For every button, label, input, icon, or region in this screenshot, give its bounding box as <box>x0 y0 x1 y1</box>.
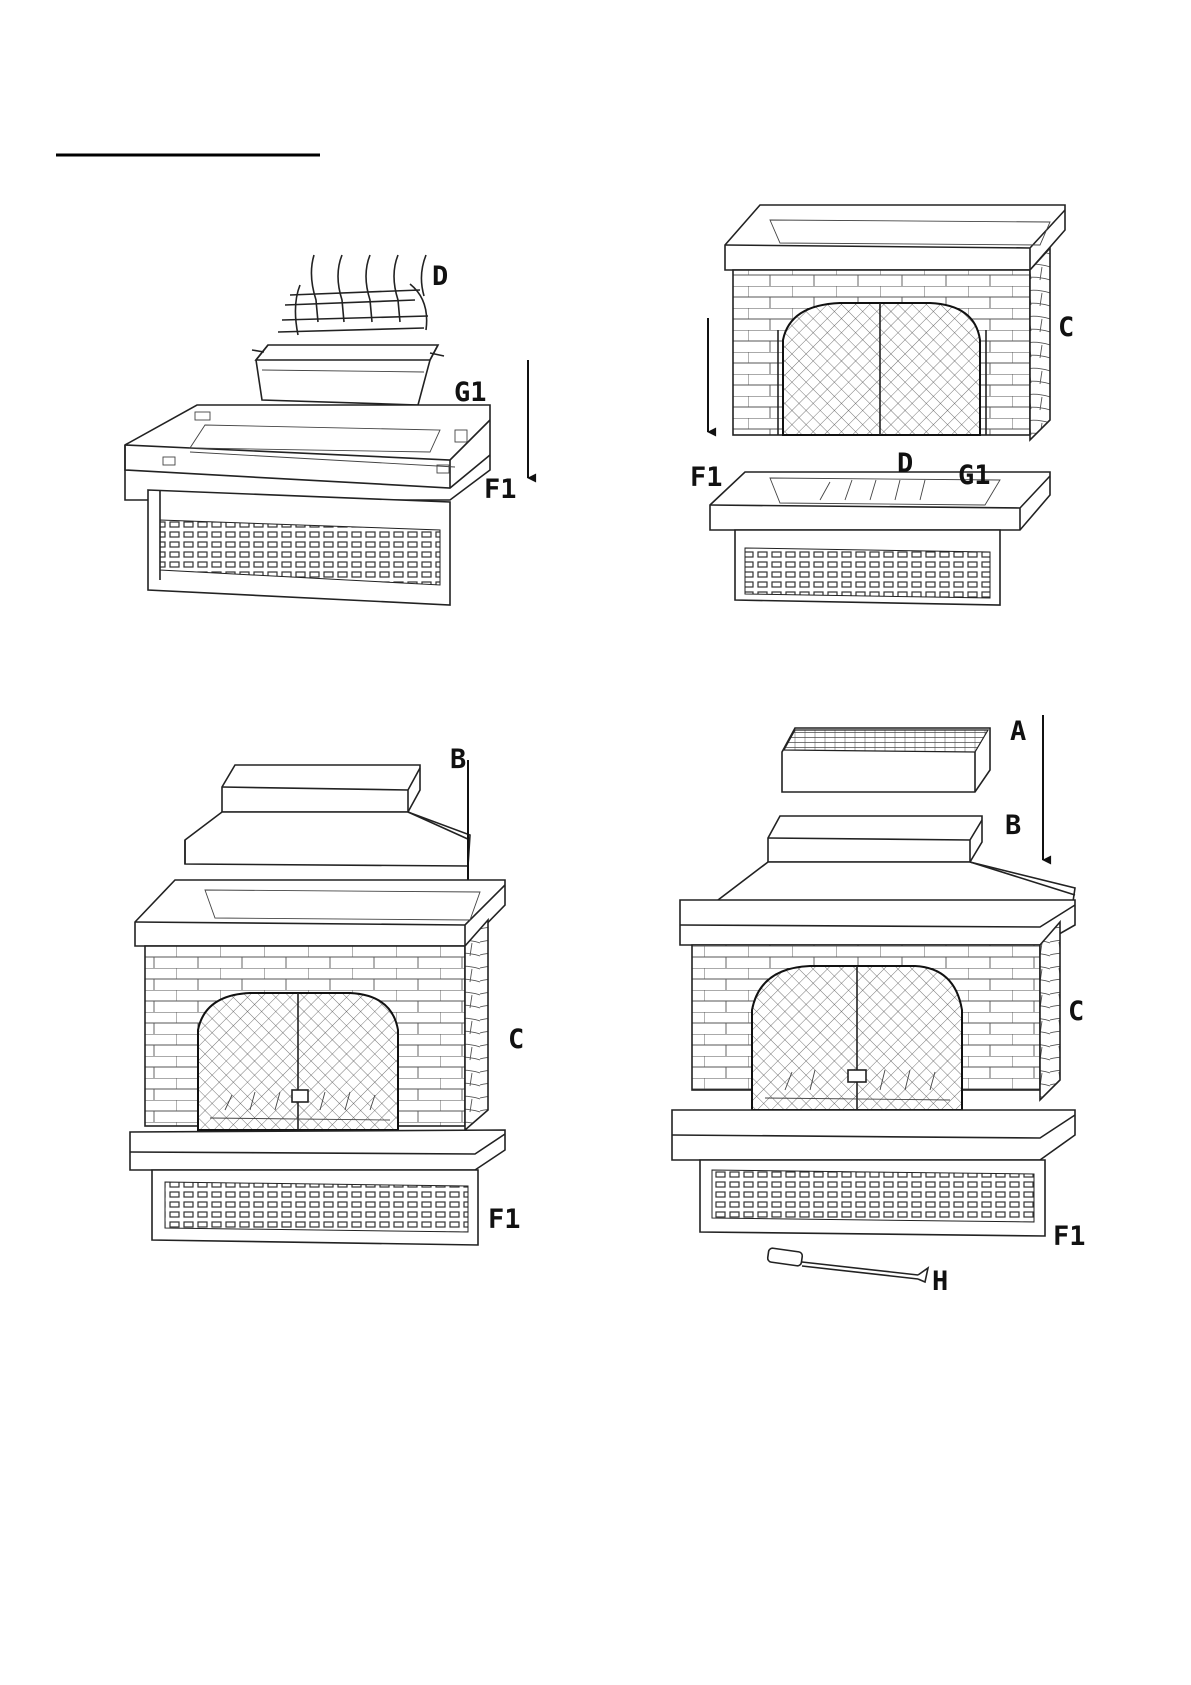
figure-2: C F1 D G1 <box>690 205 1074 605</box>
firebox-body <box>135 880 505 1130</box>
label-d: D <box>432 261 448 292</box>
label-c: C <box>1068 996 1084 1027</box>
label-c: C <box>508 1024 524 1055</box>
label-g1: G1 <box>958 460 991 491</box>
firebox-body <box>725 205 1065 440</box>
figure-4: A B C F1 H <box>672 715 1086 1297</box>
base-assembly <box>125 405 490 605</box>
label-f1: F1 <box>1053 1221 1086 1252</box>
log-rack <box>278 255 428 335</box>
label-f1: F1 <box>488 1204 521 1235</box>
label-h: H <box>932 1266 948 1297</box>
base-assembly <box>672 1110 1075 1236</box>
figure-1: D G1 F1 <box>125 255 528 605</box>
poker-tool <box>767 1248 928 1282</box>
label-c: C <box>1058 312 1074 343</box>
chimney-hood <box>185 765 470 866</box>
label-f1: F1 <box>690 462 723 493</box>
label-d: D <box>897 448 913 479</box>
base-with-pan <box>710 472 1050 605</box>
spark-screen-cap <box>782 728 990 792</box>
label-f1: F1 <box>484 474 517 505</box>
grate-pan <box>252 345 444 405</box>
label-g1: G1 <box>454 377 487 408</box>
label-b: B <box>450 744 466 775</box>
figure-3: B C F1 <box>130 744 524 1245</box>
firebox-body <box>680 900 1075 1110</box>
label-b: B <box>1005 810 1021 841</box>
label-a: A <box>1010 716 1026 747</box>
base-assembly <box>130 1130 505 1245</box>
